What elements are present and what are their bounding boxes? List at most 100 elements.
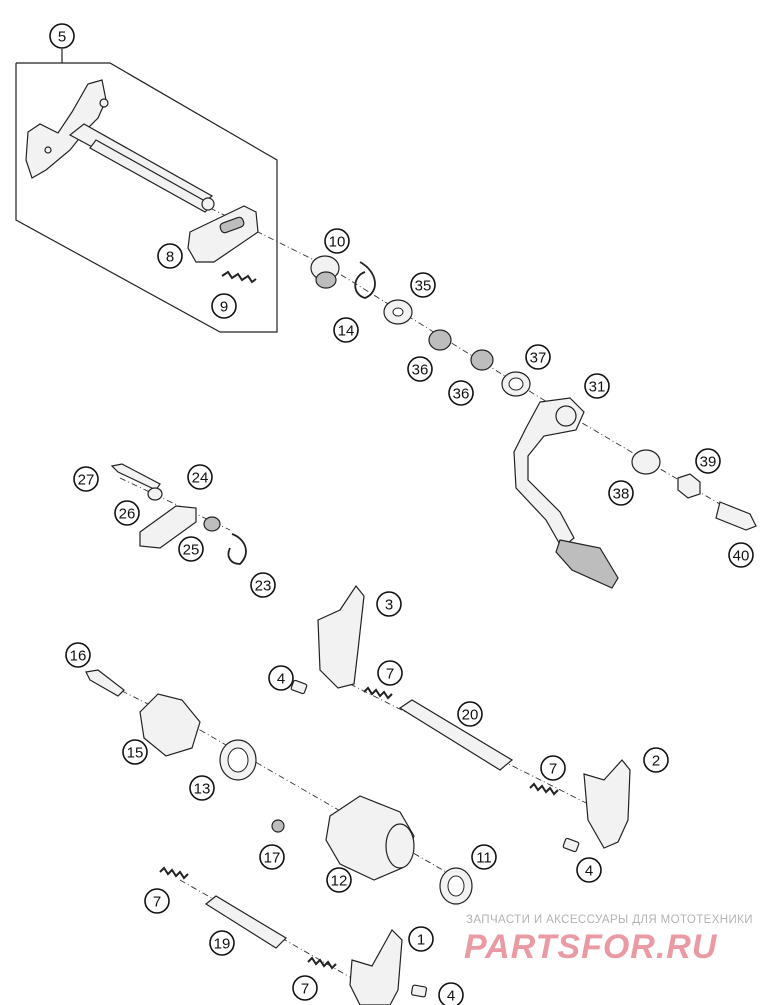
callout-5: 5 bbox=[49, 23, 75, 49]
callout-2: 2 bbox=[643, 747, 669, 773]
shift-shaft-part bbox=[25, 79, 215, 213]
shift-plate-part bbox=[187, 205, 259, 263]
callout-number: 37 bbox=[530, 350, 547, 367]
spring-9-part bbox=[221, 270, 257, 284]
callout-7a: 7 bbox=[377, 660, 403, 686]
bearing-36a-part bbox=[428, 329, 452, 351]
callout-circle bbox=[189, 775, 215, 801]
callout-37: 37 bbox=[525, 344, 551, 370]
callout-19: 19 bbox=[209, 930, 235, 956]
spring-7d-part bbox=[307, 956, 337, 970]
callout-1: 1 bbox=[408, 926, 434, 952]
callout-number: 23 bbox=[255, 578, 272, 595]
callout-circle bbox=[268, 665, 294, 691]
washer-38-part bbox=[631, 449, 661, 475]
bolt-40-part bbox=[715, 501, 757, 531]
arm-24-part bbox=[139, 505, 197, 549]
spring-14-part bbox=[354, 261, 376, 299]
washer-26-part bbox=[147, 487, 163, 501]
watermark-tagline: ЗАПЧАСТИ И АКСЕССУАРЫ ДЛЯ МОТОТЕХНИКИ bbox=[466, 914, 753, 926]
callout-number: 27 bbox=[78, 472, 95, 489]
callout-25: 25 bbox=[178, 536, 204, 562]
callout-circle bbox=[73, 466, 99, 492]
callout-number: 7 bbox=[153, 894, 161, 911]
washer-11-part bbox=[439, 867, 473, 905]
callout-circle bbox=[376, 591, 402, 617]
spring-7c-part bbox=[159, 866, 189, 880]
callout-36a: 36 bbox=[407, 356, 433, 382]
bolt-16-part bbox=[85, 669, 125, 697]
callout-circle bbox=[157, 243, 183, 269]
callout-number: 3 bbox=[385, 597, 393, 614]
drum-12-part bbox=[325, 795, 415, 881]
callout-11: 11 bbox=[471, 844, 497, 870]
axis-lines bbox=[109, 207, 731, 1001]
pin-4b-part bbox=[562, 837, 580, 853]
callout-7c: 7 bbox=[144, 888, 170, 914]
callout-number: 14 bbox=[338, 323, 355, 340]
callout-number: 9 bbox=[220, 299, 228, 316]
callout-circle bbox=[584, 373, 610, 399]
callout-circle bbox=[410, 272, 436, 298]
callout-number: 4 bbox=[277, 671, 285, 688]
callout-number: 7 bbox=[549, 761, 557, 778]
callout-number: 8 bbox=[166, 249, 174, 266]
cam-15-part bbox=[139, 693, 201, 757]
callout-number: 13 bbox=[194, 781, 211, 798]
callout-number: 12 bbox=[331, 873, 348, 890]
callout-9: 9 bbox=[211, 293, 237, 319]
rod-19-part bbox=[204, 895, 287, 949]
fork-3-part bbox=[317, 584, 365, 689]
callout-number: 36 bbox=[412, 362, 429, 379]
callout-number: 7 bbox=[301, 981, 309, 998]
callout-circle bbox=[324, 228, 350, 254]
callout-4a: 4 bbox=[268, 665, 294, 691]
callout-circle bbox=[728, 542, 754, 568]
callout-circle bbox=[326, 867, 352, 893]
callout-number: 7 bbox=[386, 666, 394, 683]
callout-circle bbox=[178, 536, 204, 562]
callout-number: 16 bbox=[70, 648, 87, 665]
callout-circle bbox=[438, 982, 464, 1005]
seal-37-part bbox=[501, 371, 531, 397]
callout-13: 13 bbox=[189, 775, 215, 801]
washer-13-part bbox=[219, 739, 257, 781]
callout-38: 38 bbox=[608, 480, 634, 506]
callout-17: 17 bbox=[259, 844, 285, 870]
callout-number: 36 bbox=[453, 386, 470, 403]
callout-number: 24 bbox=[192, 470, 209, 487]
callout-circle bbox=[114, 500, 140, 526]
callout-circle bbox=[525, 344, 551, 370]
callout-circle bbox=[250, 572, 276, 598]
callout-7b: 7 bbox=[540, 755, 566, 781]
callout-circle bbox=[457, 701, 483, 727]
callout-number: 5 bbox=[58, 29, 66, 46]
callout-number: 17 bbox=[264, 850, 281, 867]
callout-27: 27 bbox=[73, 466, 99, 492]
assembly-frame-5 bbox=[15, 49, 278, 333]
callout-7d: 7 bbox=[292, 975, 318, 1001]
nut-39-part bbox=[677, 473, 701, 499]
callout-number: 35 bbox=[415, 278, 432, 295]
bolt-27-part bbox=[110, 463, 161, 491]
watermark: ЗАПЧАСТИ И АКСЕССУАРЫ ДЛЯ МОТОТЕХНИКИ PA… bbox=[464, 914, 753, 966]
pin-4c-part bbox=[410, 984, 428, 998]
callout-number: 25 bbox=[183, 542, 200, 559]
callout-circle bbox=[211, 293, 237, 319]
callout-number: 4 bbox=[447, 988, 455, 1005]
callout-circle bbox=[540, 755, 566, 781]
callout-circle bbox=[471, 844, 497, 870]
callout-number: 15 bbox=[127, 745, 144, 762]
washer-35-part bbox=[383, 299, 413, 325]
callout-40: 40 bbox=[728, 542, 754, 568]
callout-circle bbox=[643, 747, 669, 773]
fork-1-part bbox=[349, 929, 403, 1005]
roller-25-part bbox=[203, 516, 221, 532]
callout-24: 24 bbox=[187, 464, 213, 490]
callout-number: 19 bbox=[214, 936, 231, 953]
spring-23-part bbox=[227, 533, 247, 565]
callout-14: 14 bbox=[333, 317, 359, 343]
callout-circle bbox=[209, 930, 235, 956]
